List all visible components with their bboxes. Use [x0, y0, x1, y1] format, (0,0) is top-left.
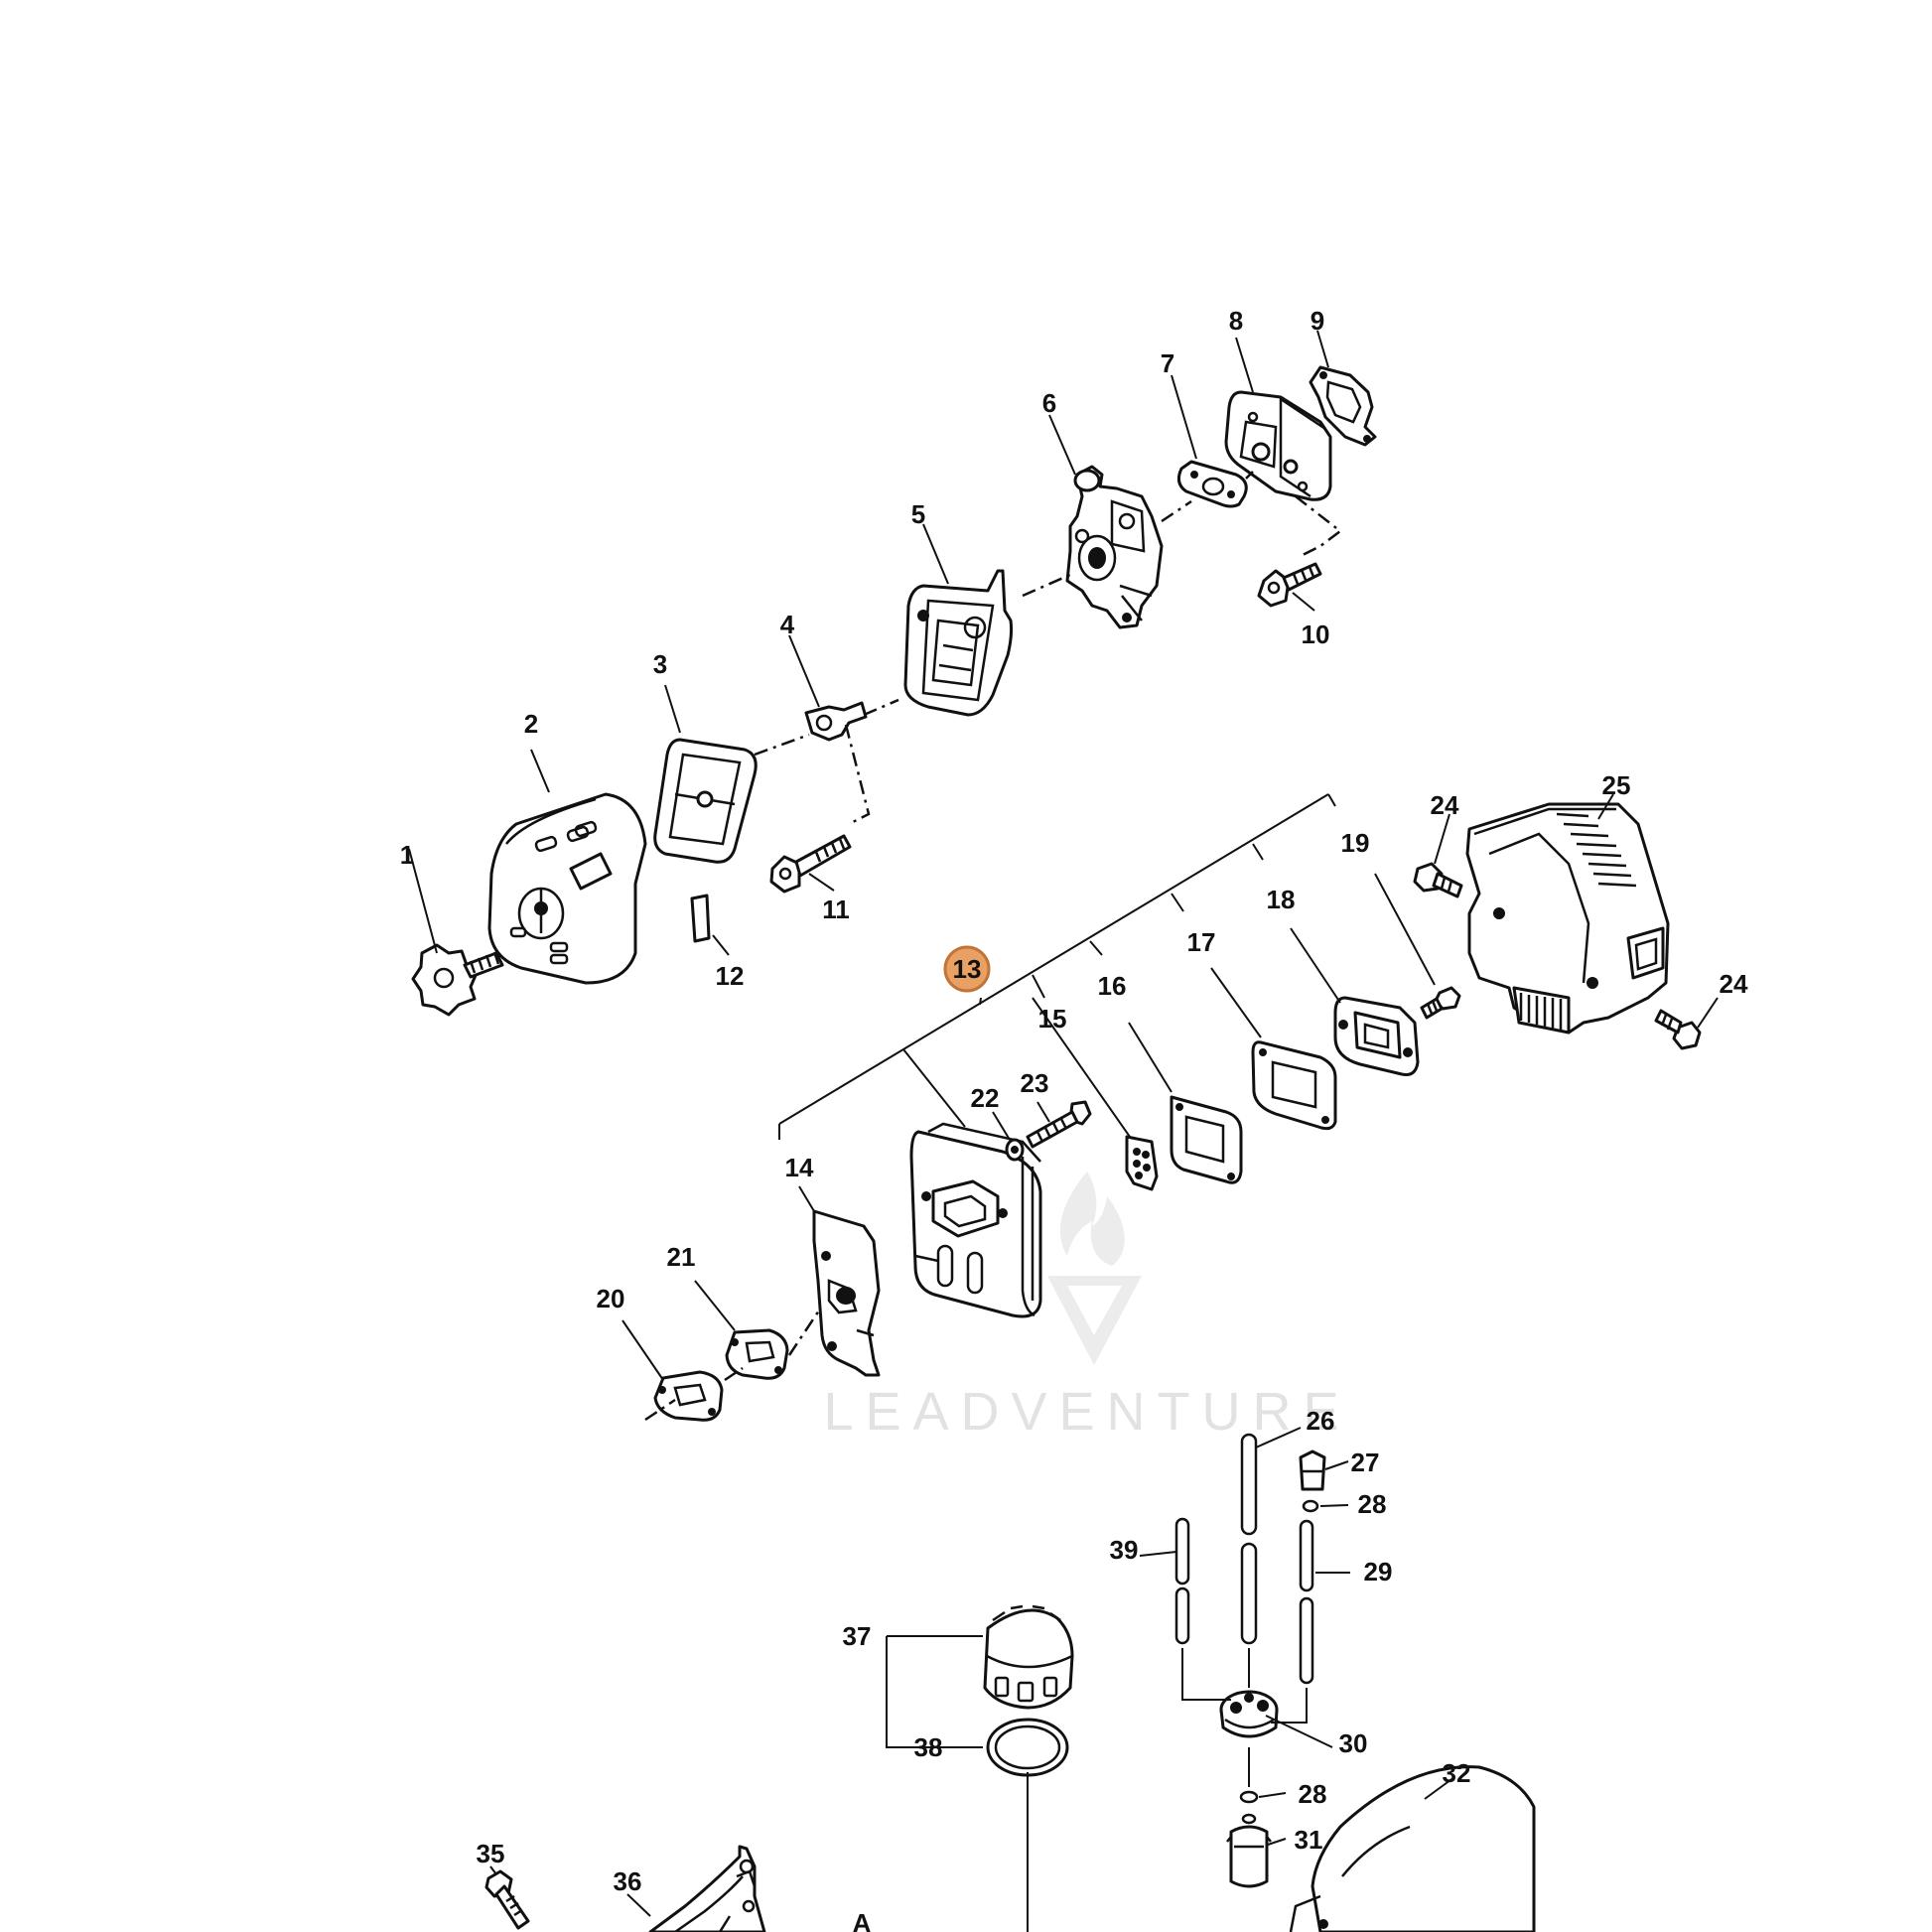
label-part-23[interactable]: 23 — [1021, 1068, 1049, 1098]
part-19-screw — [1420, 986, 1461, 1020]
label-part-1[interactable]: 1 — [400, 840, 414, 870]
part-32-fuel-tank — [1289, 1765, 1536, 1932]
part-labels: 1 2 3 4 5 6 7 8 9 10 11 12 13 14 15 16 1… — [400, 306, 1748, 1932]
part-12-plate — [690, 894, 711, 943]
part-4-bracket — [804, 701, 868, 742]
label-part-11[interactable]: 11 — [822, 895, 850, 924]
muffler-body — [909, 1122, 1042, 1318]
part-23-bolt — [1026, 1100, 1092, 1149]
label-part-27[interactable]: 27 — [1351, 1448, 1380, 1477]
label-detail-a[interactable]: A — [853, 1908, 872, 1932]
label-part-28-top[interactable]: 28 — [1358, 1489, 1387, 1519]
label-part-26[interactable]: 26 — [1307, 1406, 1335, 1436]
part-5-filter-base — [903, 569, 1014, 717]
label-part-10[interactable]: 10 — [1302, 620, 1330, 649]
cap-bracket — [886, 1635, 983, 1748]
part-24-bolt-top — [1413, 862, 1463, 898]
label-part-14[interactable]: 14 — [785, 1153, 814, 1182]
label-part-36[interactable]: 36 — [614, 1866, 642, 1896]
label-part-24-bottom[interactable]: 24 — [1720, 969, 1748, 999]
label-part-17[interactable]: 17 — [1187, 927, 1216, 957]
label-part-3[interactable]: 3 — [653, 649, 667, 679]
part-6-carburetor — [1065, 465, 1164, 629]
label-part-32[interactable]: 32 — [1443, 1758, 1471, 1788]
watermark-flame-icon — [1059, 1172, 1125, 1266]
part-11-bolt — [769, 834, 852, 894]
part-10-bolt — [1257, 562, 1322, 608]
label-part-31[interactable]: 31 — [1295, 1825, 1323, 1855]
part-9-gasket — [1309, 365, 1377, 447]
label-part-7[interactable]: 7 — [1161, 348, 1174, 378]
label-part-8[interactable]: 8 — [1229, 306, 1243, 336]
leader-lines — [408, 330, 1719, 1917]
label-part-38[interactable]: 38 — [914, 1732, 943, 1762]
group-13-bracket — [778, 793, 1336, 1140]
part-38-cap-gasket — [986, 1718, 1069, 1777]
part-25-cylinder-cover — [1465, 802, 1670, 1035]
fuel-line-bracket — [1181, 1648, 1308, 1724]
label-part-22[interactable]: 22 — [971, 1083, 1000, 1113]
label-part-12[interactable]: 12 — [716, 961, 745, 991]
part-14-heat-shield — [812, 1209, 881, 1377]
part-2-filter-cover — [487, 792, 647, 985]
part-15-spark-screen — [1125, 1135, 1159, 1191]
label-part-20[interactable]: 20 — [597, 1284, 625, 1313]
label-part-19[interactable]: 19 — [1341, 828, 1370, 858]
part-28-oring-top — [1302, 1499, 1319, 1513]
label-part-13[interactable]: 13 — [953, 954, 982, 984]
label-part-9[interactable]: 9 — [1311, 306, 1324, 336]
part-16-gasket — [1170, 1095, 1243, 1184]
label-part-6[interactable]: 6 — [1042, 388, 1056, 418]
label-part-21[interactable]: 21 — [667, 1242, 696, 1272]
part-29-fuel-pipe — [1299, 1519, 1314, 1685]
label-part-37[interactable]: 37 — [843, 1621, 872, 1651]
part-22-washer — [1005, 1138, 1025, 1162]
part-24-bolt-bottom — [1654, 1009, 1702, 1050]
label-part-25[interactable]: 25 — [1602, 770, 1631, 800]
part-30-grommet — [1219, 1690, 1279, 1738]
part-27-vent — [1299, 1449, 1326, 1491]
label-part-35[interactable]: 35 — [477, 1839, 505, 1868]
label-part-2[interactable]: 2 — [524, 709, 538, 739]
part-18-gasket — [1333, 996, 1420, 1076]
part-7-gasket — [1176, 460, 1248, 508]
part-39-fuel-pipe — [1174, 1517, 1190, 1645]
label-part-16[interactable]: 16 — [1098, 971, 1127, 1001]
label-part-30[interactable]: 30 — [1339, 1728, 1368, 1758]
part-35-bolt — [484, 1869, 530, 1930]
watermark-v-logo-icon — [1047, 1276, 1142, 1365]
part-21-gasket — [725, 1328, 789, 1380]
part-17-gasket — [1251, 1040, 1337, 1131]
label-part-28-bottom[interactable]: 28 — [1299, 1779, 1327, 1809]
highlight-badge-part-13[interactable]: 13 — [943, 945, 991, 993]
watermark: LEADVENTURE — [823, 1172, 1350, 1442]
part-26-fuel-pipe — [1240, 1433, 1258, 1645]
label-part-24-top[interactable]: 24 — [1431, 790, 1459, 820]
label-part-29[interactable]: 29 — [1364, 1557, 1393, 1587]
label-part-5[interactable]: 5 — [911, 499, 925, 529]
label-part-18[interactable]: 18 — [1267, 885, 1296, 914]
label-part-15[interactable]: 15 — [1038, 1004, 1067, 1034]
part-3-filter-element — [653, 738, 758, 864]
part-1-knob — [411, 943, 504, 1017]
part-37-fuel-cap — [983, 1604, 1074, 1710]
label-part-39[interactable]: 39 — [1110, 1535, 1139, 1565]
assembly-lines — [644, 471, 1343, 1932]
part-31-fuel-filter — [1226, 1813, 1272, 1888]
label-part-4[interactable]: 4 — [780, 610, 795, 639]
part-20-gasket — [653, 1370, 724, 1422]
part-36-frame — [648, 1845, 766, 1932]
highlight-circle — [943, 945, 991, 993]
watermark-text: LEADVENTURE — [823, 1382, 1350, 1442]
part-28-oring-bottom — [1239, 1790, 1259, 1804]
